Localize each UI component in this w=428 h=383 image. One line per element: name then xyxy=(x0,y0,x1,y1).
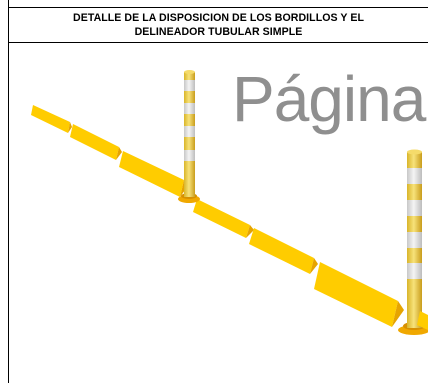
curb-7 xyxy=(417,311,428,330)
title-line-1: DETALLE DE LA DISPOSICION DE LOS BORDILL… xyxy=(73,12,364,24)
curb-6 xyxy=(314,262,404,327)
delineator-post-1 xyxy=(178,70,200,203)
table-border-top-left xyxy=(8,0,9,7)
table-border-left xyxy=(8,43,9,383)
curb-4 xyxy=(193,199,254,238)
page-watermark: Página xyxy=(232,63,426,135)
curb-5 xyxy=(249,228,318,274)
curb-1 xyxy=(31,105,72,133)
title-cell: DETALLE DE LA DISPOSICION DE LOS BORDILL… xyxy=(8,7,428,43)
curb-2 xyxy=(70,124,122,160)
curb-3 xyxy=(119,151,188,197)
title-line-2: DELINEADOR TUBULAR SIMPLE xyxy=(134,26,303,38)
delineator-post-2 xyxy=(398,149,428,335)
